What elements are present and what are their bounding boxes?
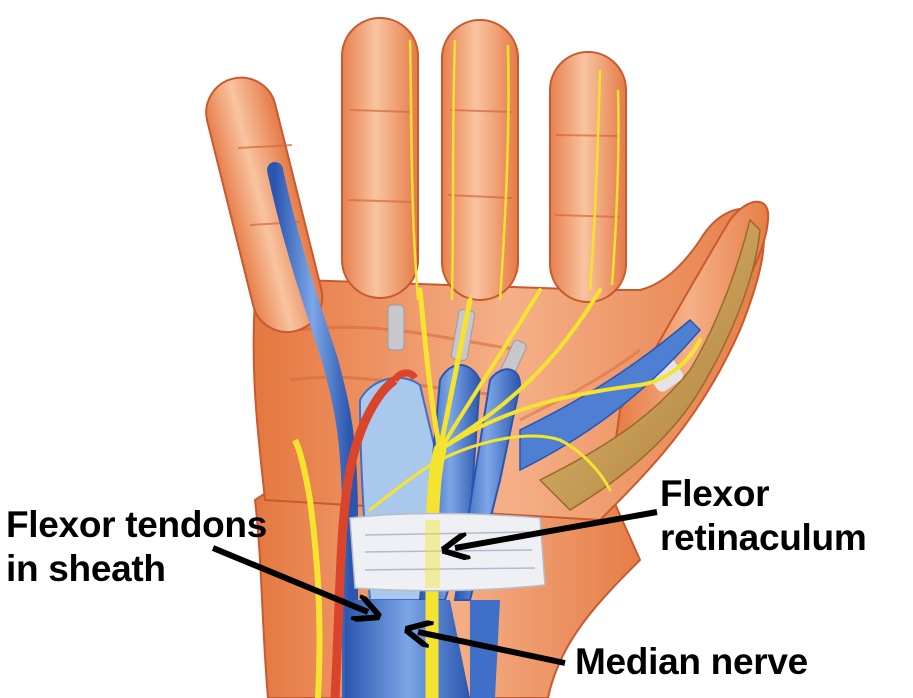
label-flexor-retinaculum-line1: Flexor: [660, 473, 770, 514]
label-flexor-tendons-line1: Flexor tendons: [6, 504, 267, 545]
label-flexor-retinaculum-line2: retinaculum: [660, 517, 867, 558]
label-flexor-tendons: Flexor tendons in sheath: [6, 503, 267, 591]
fingers: [205, 17, 627, 334]
label-median-nerve-line1: Median nerve: [575, 641, 808, 682]
ulnar-artery: [330, 376, 398, 698]
arrow-median-nerve: [418, 632, 566, 666]
label-flexor-retinaculum: Flexor retinaculum: [660, 472, 867, 560]
flexor-retinaculum: [349, 512, 546, 592]
middle-finger: [441, 19, 519, 301]
arrow-flexor-retinaculum: [455, 509, 658, 548]
index-finger: [549, 51, 627, 303]
arrow-flexor-tendons: [211, 545, 368, 612]
ring-finger: [341, 17, 419, 299]
label-median-nerve: Median nerve: [575, 640, 808, 684]
ulnar-nerve: [292, 438, 323, 698]
thumb-bones: [538, 218, 761, 511]
label-flexor-tendons-line2: in sheath: [6, 548, 166, 589]
